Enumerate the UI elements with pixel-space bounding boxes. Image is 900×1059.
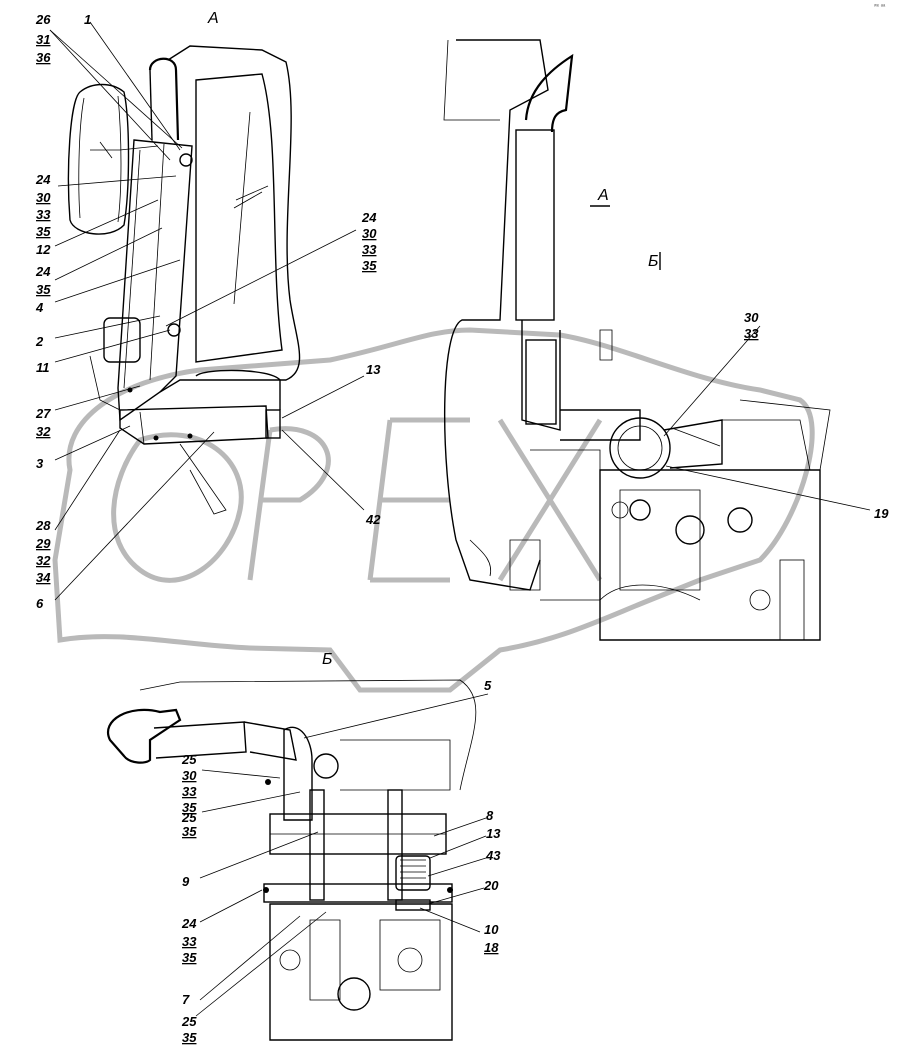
callout-24: 24 <box>35 264 51 279</box>
callout-25: 25 <box>181 752 197 767</box>
callout-2: 2 <box>35 334 44 349</box>
callout-35: 35 <box>362 258 377 273</box>
corner-mark: ʷᵉ ᵃᵃ <box>873 4 886 10</box>
callout-9: 9 <box>182 874 190 889</box>
callout-19: 19 <box>874 506 889 521</box>
callout-34: 34 <box>36 570 51 585</box>
callout-43: 43 <box>485 848 501 863</box>
callout-24: 24 <box>35 172 51 187</box>
callout-4: 4 <box>35 300 44 315</box>
callout-13: 13 <box>366 362 381 377</box>
callout-33: 33 <box>36 207 51 222</box>
callout-30: 30 <box>362 226 377 241</box>
view-b-top <box>107 679 477 1041</box>
callout-35: 35 <box>36 282 51 297</box>
callout-35: 35 <box>182 1030 197 1045</box>
callout-20: 20 <box>483 878 499 893</box>
callout-12: 12 <box>36 242 51 257</box>
callout-18: 18 <box>484 940 499 955</box>
callout-32: 32 <box>36 424 51 439</box>
callout-28: 28 <box>35 518 51 533</box>
callout-1: 1 <box>84 12 91 27</box>
callout-8: 8 <box>486 808 494 823</box>
callout-42: 42 <box>365 512 381 527</box>
callout-numbers: 26 31 36 1 24 30 33 35 12 24 35 4 2 11 2… <box>35 12 889 1045</box>
callout-26: 26 <box>35 12 51 27</box>
callout-27: 27 <box>35 406 51 421</box>
callout-31: 31 <box>36 32 50 47</box>
callout-35: 35 <box>182 824 197 839</box>
callout-6: 6 <box>36 596 44 611</box>
callout-30: 30 <box>744 310 759 325</box>
view-label-b-bottom: Б <box>322 651 332 668</box>
callout-36: 36 <box>36 50 51 65</box>
view-label-b-right: Б <box>648 253 658 270</box>
callout-7: 7 <box>182 992 190 1007</box>
view-tractor-front <box>443 39 831 641</box>
callout-3: 3 <box>36 456 44 471</box>
callout-13: 13 <box>486 826 501 841</box>
callout-32: 32 <box>36 553 51 568</box>
callout-33: 33 <box>182 934 197 949</box>
callout-24: 24 <box>361 210 377 225</box>
callout-11: 11 <box>36 360 50 375</box>
callout-25: 25 <box>181 1014 197 1029</box>
callout-33: 33 <box>744 326 759 341</box>
callout-5: 5 <box>484 678 492 693</box>
callout-10: 10 <box>484 922 499 937</box>
callout-24: 24 <box>181 916 197 931</box>
leader-lines <box>49 21 871 1017</box>
callout-25: 25 <box>181 810 197 825</box>
view-label-a: А <box>207 10 219 27</box>
callout-35: 35 <box>182 950 197 965</box>
callout-30: 30 <box>182 768 197 783</box>
callout-33: 33 <box>182 784 197 799</box>
callout-33: 33 <box>362 242 377 257</box>
callout-35: 35 <box>36 224 51 239</box>
callout-35: 35 <box>182 800 197 815</box>
view-label-a-right: А <box>597 187 609 204</box>
callout-29: 29 <box>35 536 51 551</box>
callout-30: 30 <box>36 190 51 205</box>
watermark <box>52 327 815 693</box>
view-a-cab-side <box>67 45 301 515</box>
